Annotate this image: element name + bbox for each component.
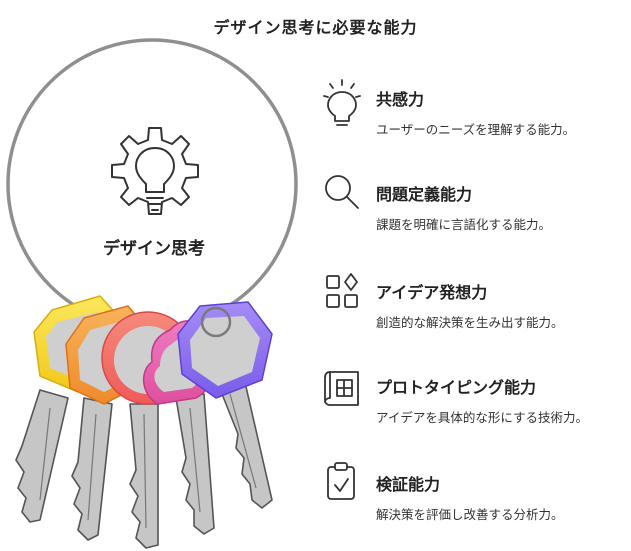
- clipboard-check-icon: [327, 462, 355, 500]
- item-title: アイデア発想力: [376, 283, 488, 302]
- item-desc: 解決策を評価し改善する分析力。: [376, 507, 564, 522]
- blueprint-icon: [324, 371, 359, 406]
- item-desc: アイデアを具体的な形にする技術力。: [376, 410, 589, 425]
- item-desc: 課題を明確に言語化する能力。: [376, 217, 552, 232]
- item-title: プロトタイピング能力: [376, 378, 537, 397]
- item-desc: ユーザーのニーズを理解する能力。: [376, 122, 576, 137]
- item-title: 共感力: [376, 90, 425, 109]
- lightbulb-icon: [323, 79, 361, 126]
- key-blade-1: [15, 389, 69, 523]
- shapes-icon: [326, 273, 358, 308]
- gear-lightbulb-icon: [111, 127, 199, 215]
- item-title: 問題定義能力: [376, 185, 473, 204]
- diagram-title: デザイン思考に必要な能力: [213, 18, 418, 37]
- center-label: デザイン思考: [103, 239, 205, 259]
- key-blades: [15, 377, 273, 549]
- key-heads: [33, 295, 273, 405]
- item-title: 検証能力: [376, 475, 441, 494]
- key-blade-5: [217, 377, 273, 509]
- key-blade-3: [129, 403, 159, 549]
- item-desc: 創造的な解決策を生み出す能力。: [376, 315, 564, 330]
- search-icon: [325, 175, 359, 209]
